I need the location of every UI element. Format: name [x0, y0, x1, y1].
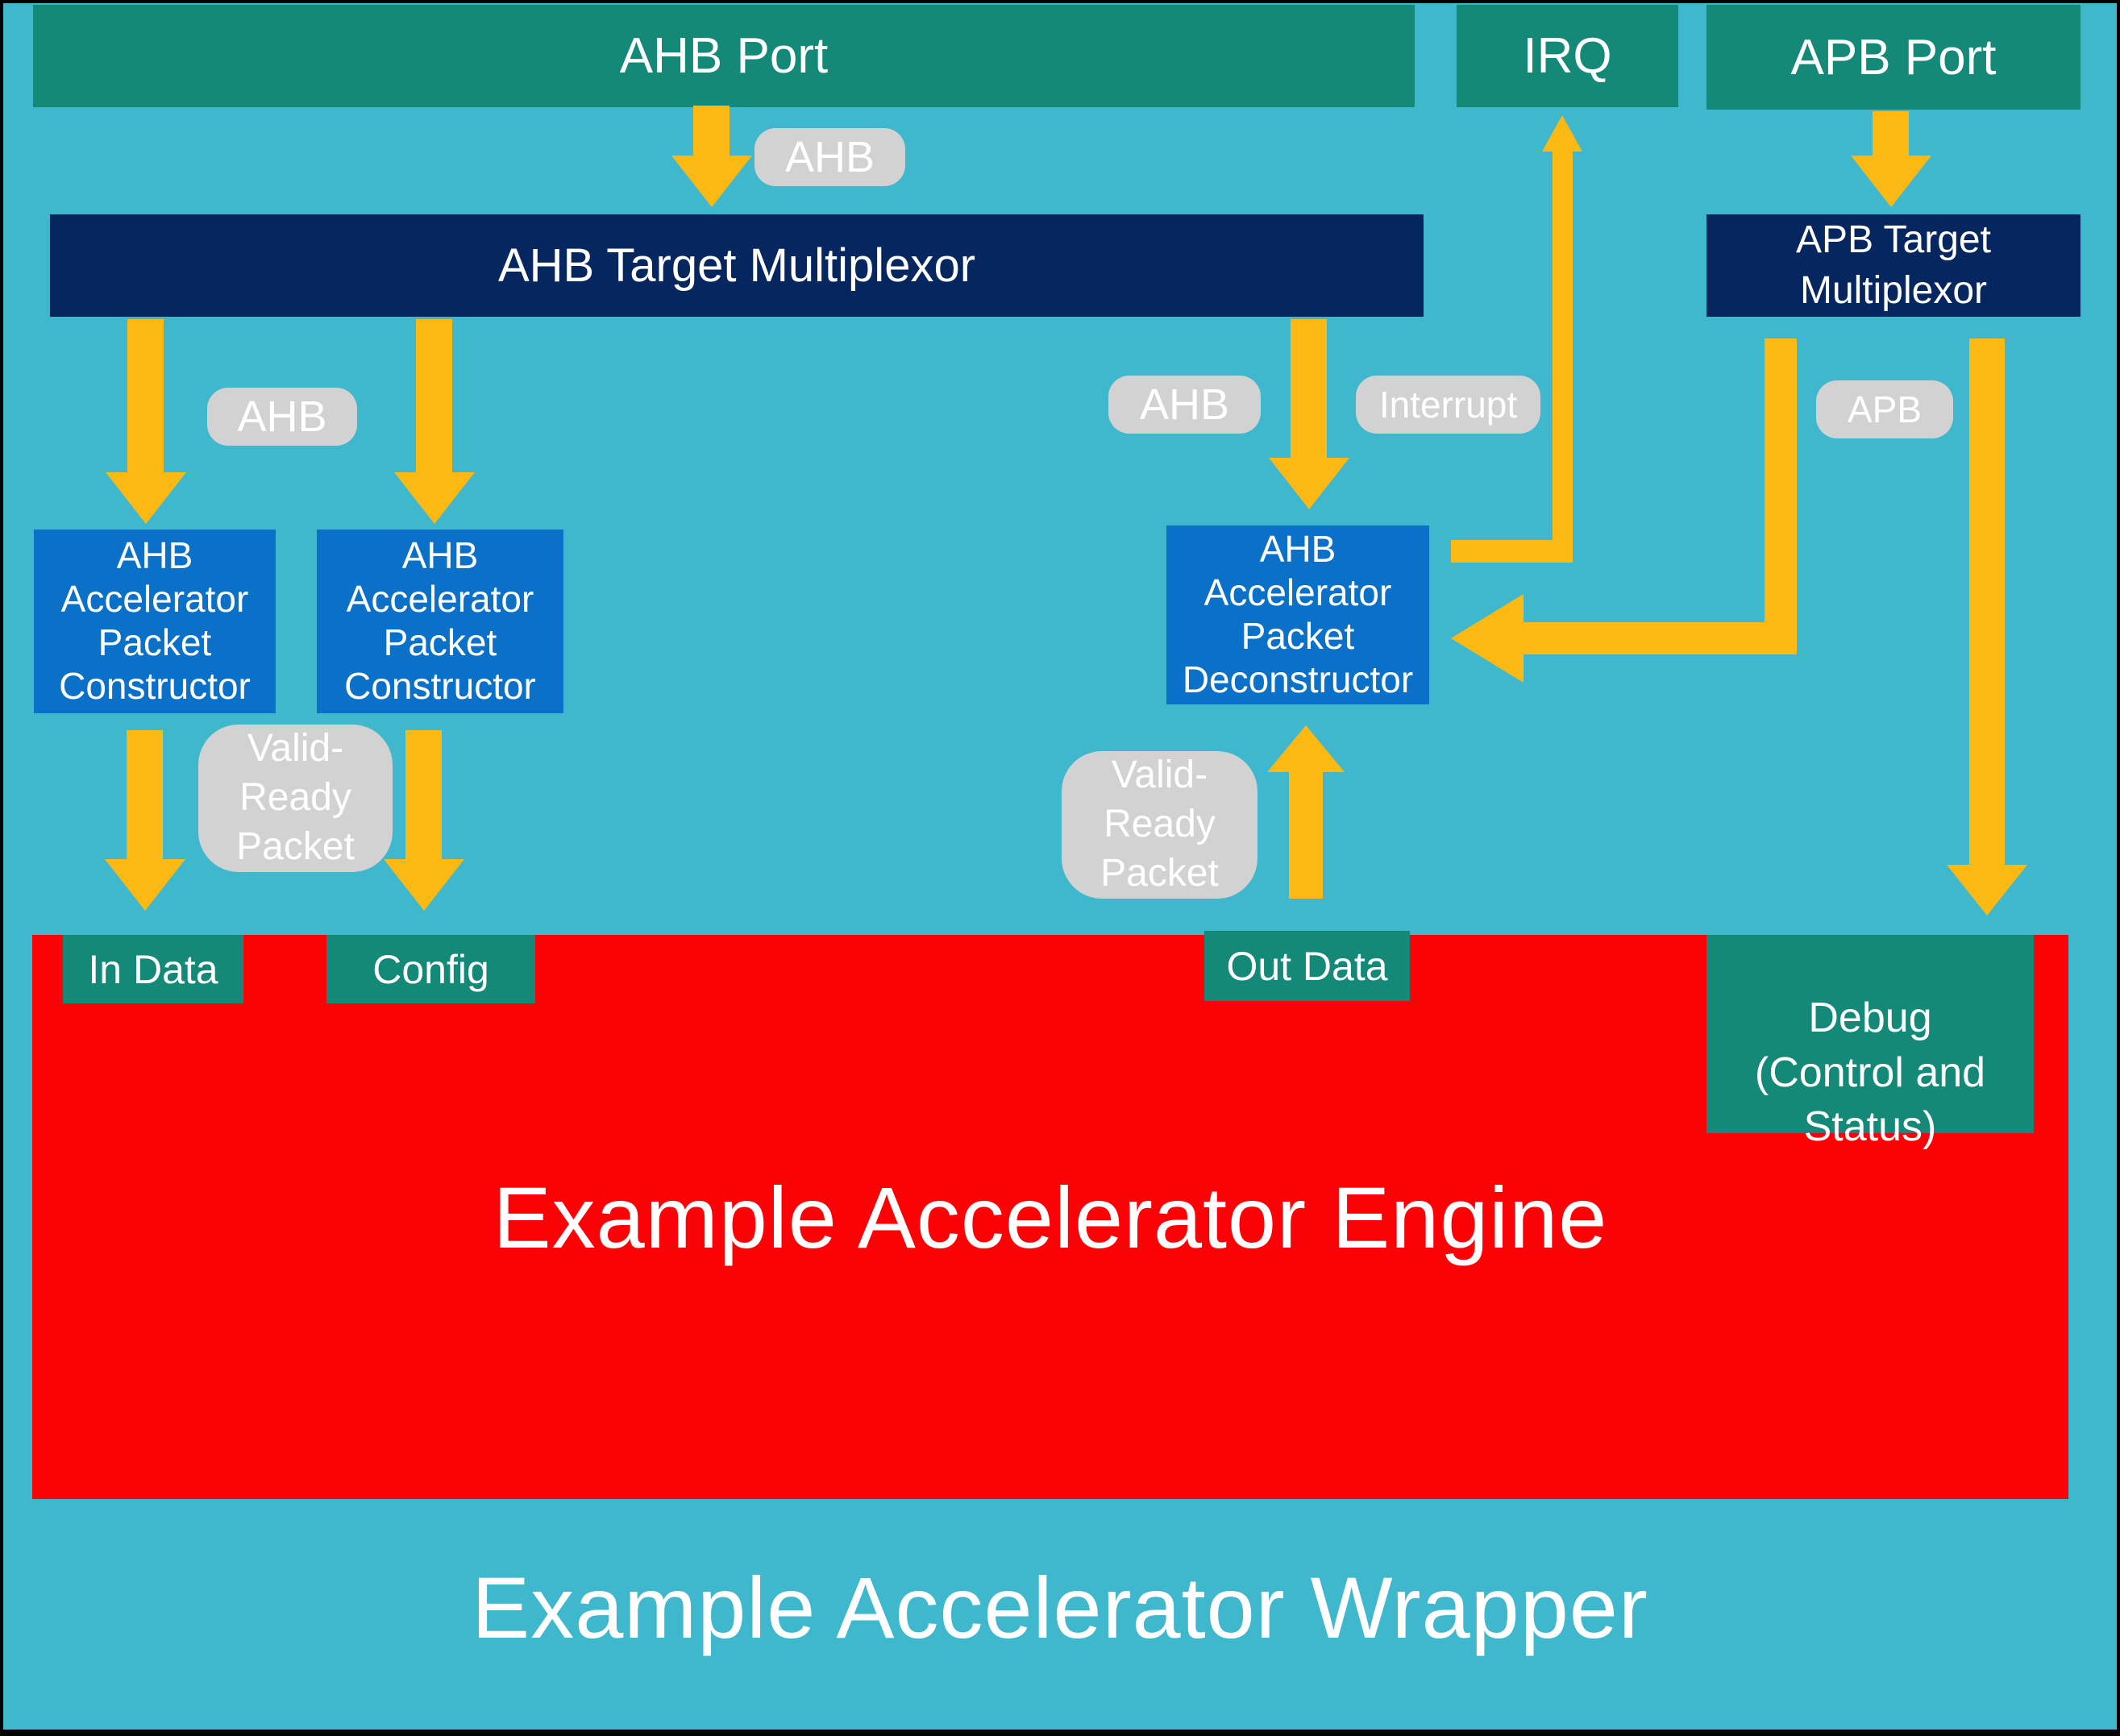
bus-label-interrupt: Interrupt [1356, 376, 1540, 434]
arrow-apbport-to-apbmux-shaft [1873, 111, 1909, 157]
line-deconstructor-to-irq-stub [1451, 540, 1573, 563]
apb-target-multiplexor-box: APB Target Multiplexor [1706, 214, 2081, 317]
arrow-apbmux-to-debug-shaft [1969, 338, 2005, 866]
out-data-label: Out Data [1226, 943, 1388, 989]
bus-label-valid-ready-left: Valid-Ready Packet [198, 725, 393, 872]
config-label: Config [372, 946, 489, 992]
arrow-constructor2-to-config-shaft [405, 730, 442, 861]
ahb-port-label: AHB Port [619, 28, 829, 84]
ahb-packet-deconstructor-label: AHB Accelerator Packet Deconstructor [1182, 528, 1414, 700]
in-data-tab: In Data [63, 935, 243, 1003]
arrow-ahbmux-to-constructor2-shaft [416, 319, 452, 474]
apb-port-box: APB Port [1706, 5, 2081, 110]
line-deconstructor-to-irq-vertical [1553, 150, 1573, 563]
bus-label-ahb-left-text: AHB [237, 392, 327, 441]
bus-label-ahb-right-text: AHB [1139, 380, 1230, 429]
bus-label-valid-ready-left-text: Valid-Ready Packet [236, 727, 355, 868]
arrow-ahbmux-to-deconstructor-shaft [1291, 319, 1327, 459]
irq-port-box: IRQ [1457, 5, 1678, 107]
bus-label-apb-text: APB [1847, 388, 1923, 430]
bus-label-ahb-top-text: AHB [784, 133, 875, 181]
line-apbmux-to-deconstructor-horizontal [1522, 622, 1797, 654]
in-data-label: In Data [88, 946, 218, 992]
arrow-outdata-to-deconstructor-head [1267, 725, 1345, 772]
bus-label-valid-ready-right: Valid-Ready Packet [1062, 751, 1257, 899]
line-apbmux-to-deconstructor-vertical [1765, 338, 1797, 654]
arrow-apbmux-to-deconstructor-head [1451, 594, 1523, 683]
arrow-ahbport-to-ahbmux-shaft [693, 106, 730, 157]
out-data-tab: Out Data [1204, 931, 1410, 1001]
ahb-packet-deconstructor-box: AHB Accelerator Packet Deconstructor [1166, 525, 1429, 704]
wrapper-title: Example Accelerator Wrapper [472, 1559, 1648, 1656]
bus-label-ahb-right: AHB [1108, 376, 1261, 434]
ahb-packet-constructor-2-label: AHB Accelerator Packet Constructor [344, 534, 536, 707]
ahb-packet-constructor-1-box: AHB Accelerator Packet Constructor [34, 530, 276, 713]
debug-tab: Debug (Control and Status) [1706, 935, 2034, 1150]
irq-port-label: IRQ [1523, 28, 1612, 84]
arrow-constructor2-to-config-head [384, 859, 464, 911]
bus-label-valid-ready-right-text: Valid-Ready Packet [1100, 754, 1219, 895]
arrow-apbmux-to-debug-head [1947, 865, 2027, 916]
arrow-ahbmux-to-constructor1-head [106, 472, 186, 524]
apb-target-multiplexor-label: APB Target Multiplexor [1796, 218, 1991, 312]
bus-label-ahb-top: AHB [754, 128, 905, 186]
arrow-constructor1-to-indata-head [105, 859, 185, 911]
bus-label-interrupt-text: Interrupt [1378, 384, 1518, 426]
ahb-target-multiplexor-label: AHB Target Multiplexor [497, 239, 976, 292]
bus-label-ahb-left: AHB [207, 388, 357, 446]
ahb-packet-constructor-1-label: AHB Accelerator Packet Constructor [59, 534, 251, 707]
arrow-apbport-to-apbmux-head [1851, 156, 1931, 207]
arrow-outdata-to-deconstructor-shaft [1289, 770, 1323, 899]
debug-label: Debug (Control and Status) [1754, 995, 1986, 1151]
ahb-target-multiplexor-box: AHB Target Multiplexor [50, 214, 1424, 317]
arrow-constructor1-to-indata-shaft [127, 730, 163, 861]
bus-label-apb: APB [1816, 380, 1953, 438]
ahb-port-box: AHB Port [33, 5, 1415, 107]
arrow-ahbmux-to-constructor2-head [394, 472, 475, 524]
accelerator-engine-title: Example Accelerator Engine [493, 1168, 1608, 1266]
arrow-irq-head [1542, 115, 1582, 152]
ahb-packet-constructor-2-box: AHB Accelerator Packet Constructor [317, 530, 563, 713]
arrow-ahbmux-to-constructor1-shaft [127, 319, 164, 474]
arrow-ahbport-to-ahbmux-head [671, 156, 752, 207]
arrow-ahbmux-to-deconstructor-head [1269, 458, 1349, 509]
apb-port-label: APB Port [1790, 29, 1997, 85]
config-tab: Config [326, 935, 535, 1003]
